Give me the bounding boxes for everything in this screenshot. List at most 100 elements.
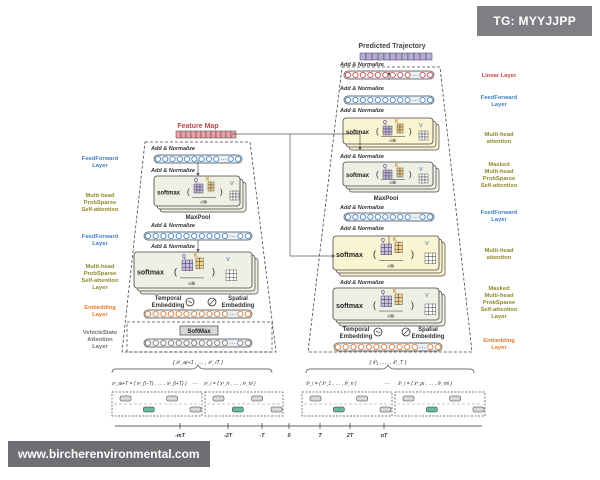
encoder-formula-2: xᵗ_i = { xᵗ_ri , … , xᵗ_ni } <box>203 381 256 387</box>
token-circle <box>160 339 167 346</box>
input-row: xᵗ_ai+T = { xᵗ_(i−T) , … , xᵗ_(i+T) } ··… <box>111 364 486 439</box>
token-circle <box>352 213 359 220</box>
bar-cell <box>407 52 415 61</box>
watermark-bottom: www.bircherenvironmental.com <box>8 441 210 467</box>
matrix-cell <box>388 175 393 180</box>
token-ellipsis: ··· <box>420 345 426 351</box>
k-label: K <box>395 119 399 125</box>
token-circle <box>352 97 359 104</box>
feature-map-bar <box>175 130 237 139</box>
predicted-trajectory-bar <box>359 52 433 61</box>
q-label: Q <box>381 290 385 296</box>
matrix-cell <box>396 167 401 172</box>
token-circle <box>427 343 434 350</box>
token-circle <box>397 97 404 104</box>
token-circle <box>389 72 396 79</box>
encoder-embedding-label: Embedding <box>152 303 185 309</box>
matrix-cell <box>418 130 423 135</box>
matrix-cell <box>181 263 186 268</box>
decoder-spatial-embedding-label: Embedding <box>412 334 445 340</box>
matrix-cell <box>384 250 389 255</box>
matrix-cell <box>396 173 401 178</box>
matrix-cell <box>207 187 212 192</box>
add-norm-label: Add & Normalize <box>339 280 384 286</box>
token-circle <box>404 97 411 104</box>
matrix-cell <box>229 269 234 274</box>
encoder-decoder-connector <box>289 134 336 258</box>
bar-cell <box>200 130 207 139</box>
matrix-cell <box>399 129 404 134</box>
token-circle <box>404 72 411 79</box>
bar-cell <box>425 52 433 61</box>
vehicle <box>166 395 178 402</box>
decoder-temporal-label: Temporal <box>343 327 370 333</box>
matrix-cell <box>399 123 404 128</box>
token-bar-frame <box>343 212 435 222</box>
token-circle <box>367 72 374 79</box>
matrix-cell <box>229 273 234 278</box>
token-circle <box>168 339 175 346</box>
decoder-formula-1: x̂ᵗ_i = { x̂ᵗ_1 , … , x̂ᵗ_n } <box>305 381 357 387</box>
token-circle <box>334 343 341 350</box>
matrix-cell <box>388 250 393 255</box>
token-circle <box>234 155 241 162</box>
matrix-cell <box>418 176 423 181</box>
add-norm-label: Add & Normalize <box>150 168 195 174</box>
bar-cell <box>359 52 367 61</box>
encoder-ffn-bar-2: ··· <box>143 231 253 241</box>
matrix-cell <box>421 176 426 181</box>
matrix-cell <box>195 257 200 262</box>
matrix-cell <box>199 265 204 270</box>
vehiclestate-bar: ··· <box>143 338 253 348</box>
token-circle <box>198 232 205 239</box>
timeline-tick-label: T <box>318 433 322 439</box>
matrix-cell <box>388 128 393 133</box>
matrix-cell <box>418 173 423 178</box>
matrix-cell <box>385 169 390 174</box>
decoder-input-bar: ··· <box>333 342 443 352</box>
token-circle <box>144 339 151 346</box>
softmax-box <box>179 325 219 336</box>
q-label: Q <box>381 238 385 244</box>
matrix-cell <box>388 299 393 304</box>
matrix-cell <box>232 193 237 198</box>
timeline-tick-label: nT <box>381 433 388 439</box>
paren-open: ( <box>174 266 177 276</box>
matrix-cell <box>207 184 212 189</box>
matrix-cell <box>388 303 393 308</box>
token-circle <box>221 232 228 239</box>
token-circle <box>198 339 205 346</box>
matrix-cell <box>210 187 215 192</box>
matrix-cell <box>396 126 401 131</box>
token-circle <box>152 232 159 239</box>
matrix-cell <box>398 248 403 253</box>
encoder-formula-1: xᵗ_ai+T = { xᵗ_(i−T) , … , xᵗ_(i+T) } <box>111 381 187 387</box>
token-circle <box>152 339 159 346</box>
token-circle <box>198 155 205 162</box>
token-circle <box>382 97 389 104</box>
v-label: V <box>230 181 234 187</box>
token-circle <box>374 213 381 220</box>
token-circle <box>191 155 198 162</box>
matrix-cell <box>185 267 190 272</box>
token-circle <box>426 213 433 220</box>
v-label: V <box>419 123 423 129</box>
encoder-attention-block-1 <box>153 175 247 213</box>
token-ellipsis: ··· <box>230 234 236 240</box>
token-circle <box>388 343 395 350</box>
matrix-cell <box>421 136 426 141</box>
decoder-input-formula: { x̂ᵗ₁ , … , x̂ᵗ_T } <box>369 359 406 366</box>
token-circle <box>221 339 228 346</box>
encoder-embedding-bar: ··· <box>143 309 253 319</box>
matrix-cell <box>432 260 437 265</box>
paren-close: ) <box>411 300 414 310</box>
token-circle <box>160 310 167 317</box>
token-circle <box>244 310 251 317</box>
token-circle <box>244 339 251 346</box>
matrix-cell <box>424 311 429 316</box>
decoder-ffn-bar: ··· <box>343 95 435 105</box>
decoder-formula-ellipsis: ··· <box>384 381 390 387</box>
